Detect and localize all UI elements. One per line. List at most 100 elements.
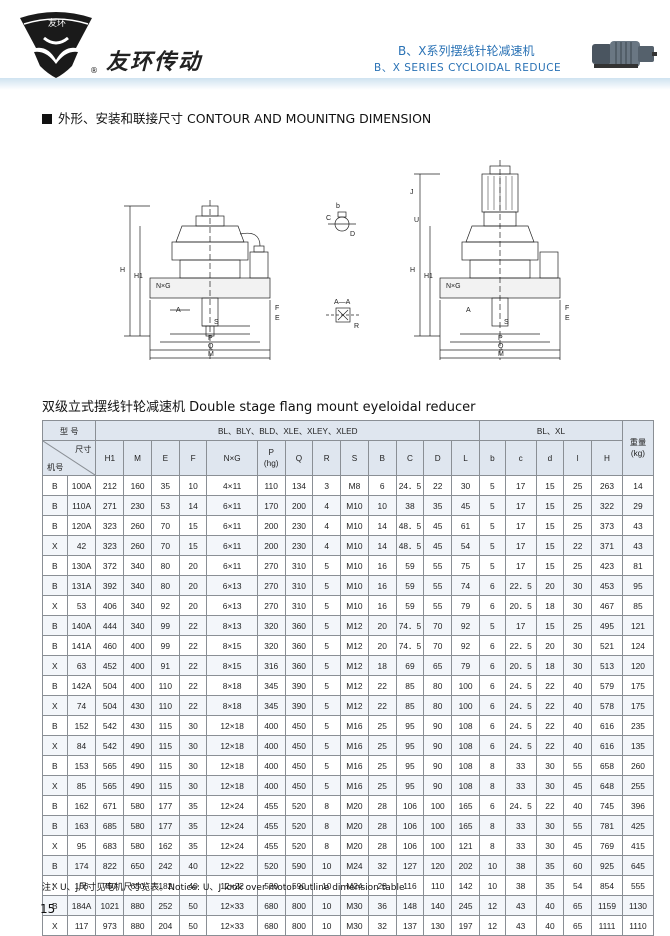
table-cell: 1110 [621, 915, 655, 936]
table-cell: B [42, 495, 68, 516]
table-cell: 80 [150, 555, 180, 576]
table-cell: X [42, 915, 68, 936]
table-cell: 90 [423, 715, 453, 736]
table-cell: 400 [123, 655, 152, 676]
table-cell: 15 [535, 475, 565, 496]
table-cell: 925 [591, 855, 623, 876]
table-cell: 45 [423, 535, 453, 556]
table-cell: 415 [621, 835, 655, 856]
table-cell: M20 [340, 815, 369, 836]
logo-emblem-icon [20, 12, 92, 78]
label-m-right: M [498, 351, 504, 358]
table-cell: 43 [504, 895, 537, 916]
table-cell: 28 [367, 835, 397, 856]
table-cell: 120A [66, 515, 97, 536]
table-cell: 425 [621, 815, 655, 836]
table-cell: M16 [340, 715, 369, 736]
table-cell: 406 [95, 595, 125, 616]
section-title-text: 外形、安装和联接尺寸 CONTOUR AND MOUNITNG DIMENSIO… [58, 111, 432, 126]
table-cell: 45 [451, 495, 481, 516]
table-cell: 92 [150, 595, 180, 616]
table-cell: 423 [591, 555, 623, 576]
table-cell: B [42, 755, 68, 776]
table-cell: 645 [621, 855, 655, 876]
column-header: C [395, 440, 425, 476]
table-cell: 22 [178, 695, 208, 716]
table-cell: 373 [591, 515, 623, 536]
table-cell: 685 [95, 815, 125, 836]
table-cell: M10 [340, 575, 369, 596]
table-cell: 91 [150, 655, 180, 676]
table-cell: 40 [563, 715, 593, 736]
label-s: S [214, 319, 219, 326]
table-cell: 60 [563, 855, 593, 876]
table-cell: 134 [284, 475, 314, 496]
table-cell: 10 [312, 915, 342, 936]
table-cell: 100A [66, 475, 97, 496]
spec-table-head: 型 号 BL、BLY、BLD、XLE、XLEY、XLED BL、XL 重量 (k… [41, 420, 655, 476]
table-cell: 6 [479, 795, 506, 816]
table-cell: 5 [312, 755, 342, 776]
table-cell: 444 [95, 615, 125, 636]
label-f-right: F [565, 305, 569, 312]
table-cell: 520 [256, 855, 286, 876]
table-cell: 671 [95, 795, 125, 816]
table-cell: 12×24 [206, 795, 258, 816]
table-cell: 174 [66, 855, 97, 876]
table-cell: 17 [504, 535, 537, 556]
table-cell: 30 [178, 755, 208, 776]
table-cell: 360 [284, 655, 314, 676]
table-cell: 30 [535, 775, 565, 796]
table-cell: 70 [150, 535, 180, 556]
table-cell: 90 [423, 755, 453, 776]
table-cell: 24．5 [504, 695, 537, 716]
table-cell: 175 [621, 695, 655, 716]
table-cell: 81 [621, 555, 655, 576]
table-cell: 230 [284, 535, 314, 556]
table-cell: 106 [395, 815, 425, 836]
table-cell: 800 [284, 915, 314, 936]
table-cell: 6×11 [206, 495, 258, 516]
table-cell: 340 [123, 555, 152, 576]
table-cell: 25 [367, 775, 397, 796]
table-cell: M10 [340, 535, 369, 556]
table-cell: 12×22 [206, 855, 258, 876]
table-cell: 5 [479, 475, 506, 496]
table-cell: 880 [123, 915, 152, 936]
table-cell: 108 [451, 755, 481, 776]
table-cell: 163 [66, 815, 97, 836]
table-cell: 70 [150, 515, 180, 536]
table-cell: 320 [256, 635, 286, 656]
table-cell: 5 [312, 615, 342, 636]
table-cell: 36 [367, 895, 397, 916]
table-cell: 5 [312, 675, 342, 696]
table-cell: 85 [395, 695, 425, 716]
table-cell: 880 [123, 895, 152, 916]
table-cell: B [42, 675, 68, 696]
table-cell: 8 [479, 755, 506, 776]
column-header: F [178, 440, 208, 476]
table-cell: 197 [451, 915, 481, 936]
table-cell: 25 [563, 475, 593, 496]
table-cell: 10 [312, 895, 342, 916]
table-cell: 854 [591, 875, 623, 896]
table-cell: 100 [451, 695, 481, 716]
table-cell: 16 [367, 595, 397, 616]
table-cell: 25 [563, 615, 593, 636]
table-cell: 323 [95, 535, 125, 556]
table-cell: 316 [256, 655, 286, 676]
table-cell: 8×13 [206, 615, 258, 636]
table-cell: 92 [451, 615, 481, 636]
group2-header: BL、XL [479, 420, 623, 441]
table-cell: M24 [340, 855, 369, 876]
table-cell: 15 [178, 535, 208, 556]
table-cell: 100 [423, 795, 453, 816]
table-cell: 100 [423, 815, 453, 836]
table-cell: 20．5 [504, 655, 537, 676]
table-cell: 452 [95, 655, 125, 676]
table-cell: B [42, 815, 68, 836]
table-cell: 10 [178, 475, 208, 496]
